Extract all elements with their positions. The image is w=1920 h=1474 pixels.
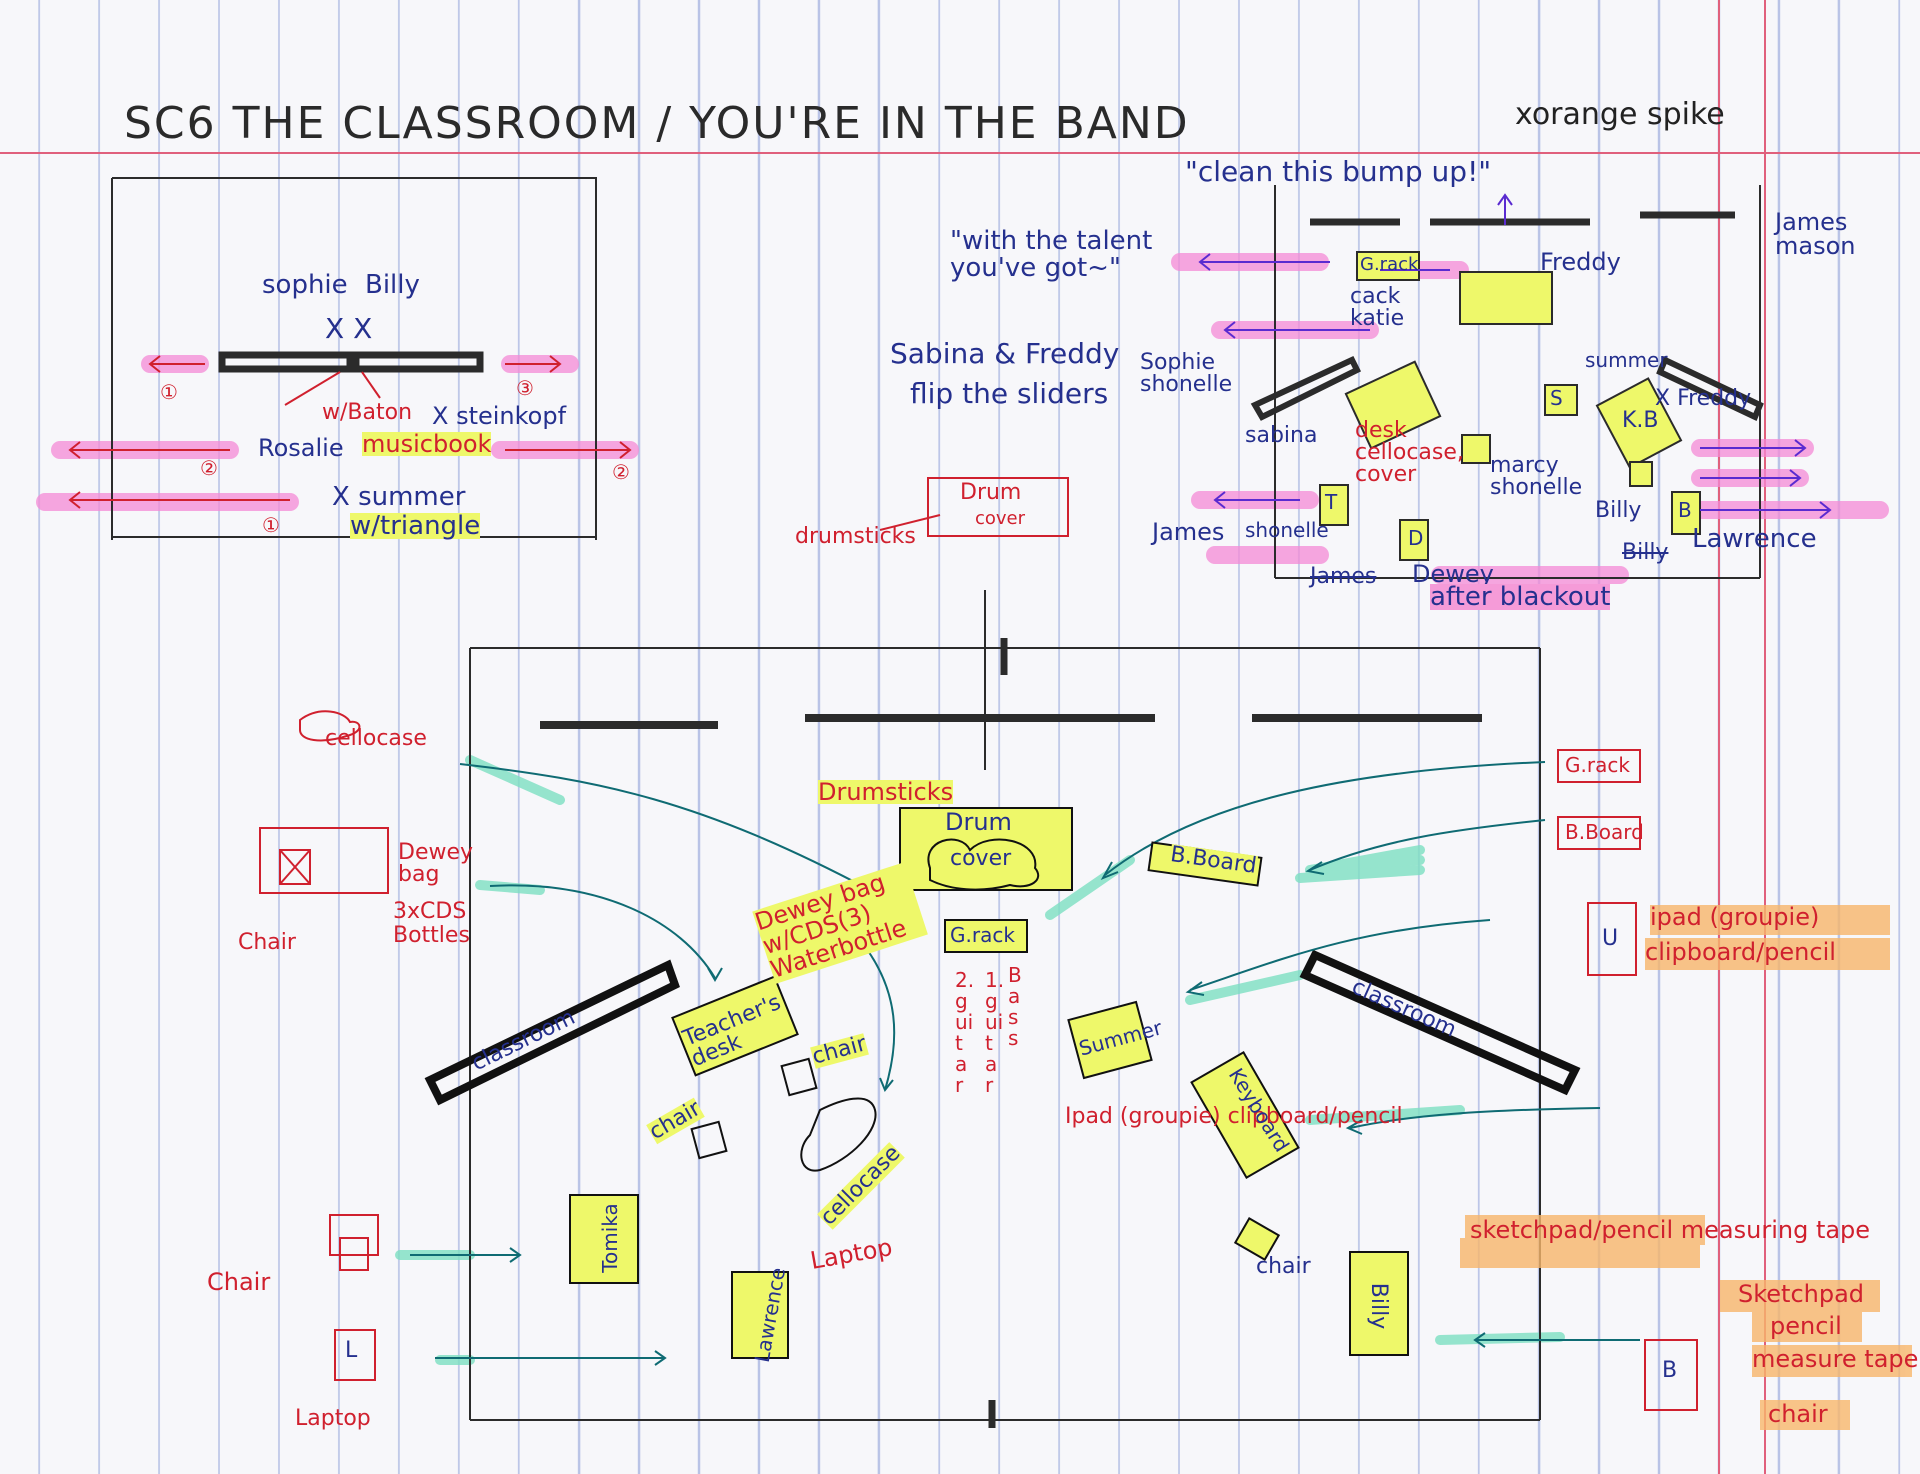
dewey-bag-offstage: Dewey bag	[398, 840, 474, 887]
margin-line	[1764, 0, 1766, 1474]
sketchpad-offstage: Sketchpad	[1738, 1280, 1865, 1308]
rosalie-label: Rosalie	[258, 434, 344, 462]
james-mason-label: James mason	[1775, 208, 1856, 260]
sabina-freddy-note: Sabina & Freddy	[890, 337, 1120, 370]
chair-label-3: chair	[1256, 1254, 1311, 1279]
cue-number: ②	[200, 456, 218, 480]
classroom-flats	[424, 949, 1581, 1106]
ipad-center-label: Ipad (groupie) clipboard/pencil	[1065, 1104, 1403, 1129]
box-letter: S	[1550, 386, 1563, 410]
grack-offstage: G.rack	[1565, 753, 1630, 777]
cover-label: cover	[950, 846, 1012, 871]
cellocase-offstage: cellocase	[325, 726, 427, 751]
orange-spike-note: xorange spike	[1515, 97, 1725, 132]
cue-number: ①	[262, 513, 280, 537]
after-blackout-label: after blackout	[1430, 582, 1611, 612]
marcy-shonelle-label: marcy shonelle	[1490, 453, 1583, 500]
box-letter: T	[1325, 490, 1338, 514]
grack-label: G.rack	[1360, 254, 1419, 275]
billy-label-main: Billy	[1366, 1282, 1392, 1330]
margin-line	[1718, 0, 1720, 1474]
x-mark: X X	[325, 312, 373, 345]
cue-number: ①	[160, 380, 178, 404]
cover-note: cover	[975, 508, 1026, 529]
desk-cellocase-label: desk cellocase, cover	[1355, 418, 1464, 487]
chair-left-label: Chair	[207, 1268, 271, 1296]
sophie-shonelle-label: Sophie shonelle	[1140, 350, 1233, 397]
tomika-label: Tomika	[597, 1203, 622, 1273]
summer-label-tr: summer	[1585, 348, 1668, 372]
name-sophie: sophie	[262, 270, 348, 300]
top-right-arrows	[1198, 193, 1832, 519]
bass-label: Bass	[1008, 963, 1022, 1050]
musicbook-label: musicbook	[362, 430, 492, 458]
drum-note: Drum	[960, 480, 1022, 505]
freddy-label-2: X Freddy	[1655, 386, 1752, 411]
page-title: SC6 THE CLASSROOM / YOU'RE IN THE BAND	[124, 98, 1190, 149]
drumsticks-label: Drumsticks	[818, 778, 954, 806]
freddy-label: Freddy	[1540, 248, 1621, 276]
clipboard-offstage: clipboard/pencil	[1645, 938, 1836, 966]
box-letter: B	[1678, 498, 1692, 522]
box-letter: U	[1602, 926, 1619, 951]
billy-label-tr: Billy	[1595, 498, 1642, 523]
box-letter: B	[1662, 1358, 1678, 1383]
james-strike-label: James	[1310, 564, 1377, 589]
billy-strike-label: Billy	[1622, 540, 1669, 565]
center-drum-sketch	[879, 477, 1069, 537]
cack-katie-label: cack katie	[1350, 284, 1405, 331]
top-left-arrows	[68, 355, 632, 509]
drum-label: Drum	[945, 808, 1012, 836]
lawrence-label-tr: Lawrence	[1692, 524, 1817, 554]
ipad-offstage: ipad (groupie)	[1650, 903, 1820, 931]
summer-label: X summer	[332, 482, 466, 512]
cue-number: ②	[612, 460, 630, 484]
name-billy: Billy	[365, 270, 420, 300]
bboard-offstage: B.Board	[1565, 820, 1644, 844]
kb-label: K.B	[1622, 408, 1659, 433]
chair-offstage: Chair	[238, 930, 296, 955]
dewey-label-tr: Dewey	[1412, 560, 1494, 588]
box-letter: L	[345, 1338, 358, 1363]
offstage-left-props	[259, 710, 1698, 1411]
header-line	[0, 152, 1920, 154]
drumsticks-note: drumsticks	[795, 524, 916, 549]
grack-label-main: G.rack	[950, 923, 1015, 947]
measure-tape-offstage: measure tape	[1752, 1345, 1919, 1373]
triangle-label: w/triangle	[350, 511, 481, 541]
shonelle-label: shonelle	[1245, 518, 1329, 542]
with-talent-note: "with the talent you've got~"	[950, 226, 1153, 284]
guitar-2-label: 2. guitar	[955, 968, 975, 1097]
orange-highlights	[1460, 905, 1912, 1430]
laptop-left-label: Laptop	[295, 1406, 371, 1431]
sabina-label: sabina	[1245, 423, 1318, 448]
top-right-scene	[1250, 185, 1764, 579]
cue-number: ③	[516, 376, 534, 400]
james-label: James	[1152, 518, 1225, 546]
main-props	[569, 807, 1409, 1359]
clean-bump-quote: "clean this bump up!"	[1185, 155, 1492, 188]
steinkopf-label: X steinkopf	[432, 402, 567, 430]
box-letter: D	[1408, 526, 1424, 550]
sketchpad-center-label: sketchpad/pencil measuring tape	[1470, 1216, 1871, 1244]
cds-bottles-offstage: 3xCDS Bottles	[393, 899, 470, 949]
main-stage-arrows	[410, 761, 1640, 1366]
main-stage	[469, 590, 1541, 1428]
pencil-offstage: pencil	[1770, 1312, 1842, 1340]
chair-offstage-right: chair	[1768, 1400, 1828, 1428]
flip-sliders-note: flip the sliders	[910, 377, 1109, 410]
guitar-1-label: 1. guitar	[985, 968, 1005, 1097]
baton-note: w/Baton	[322, 400, 413, 425]
